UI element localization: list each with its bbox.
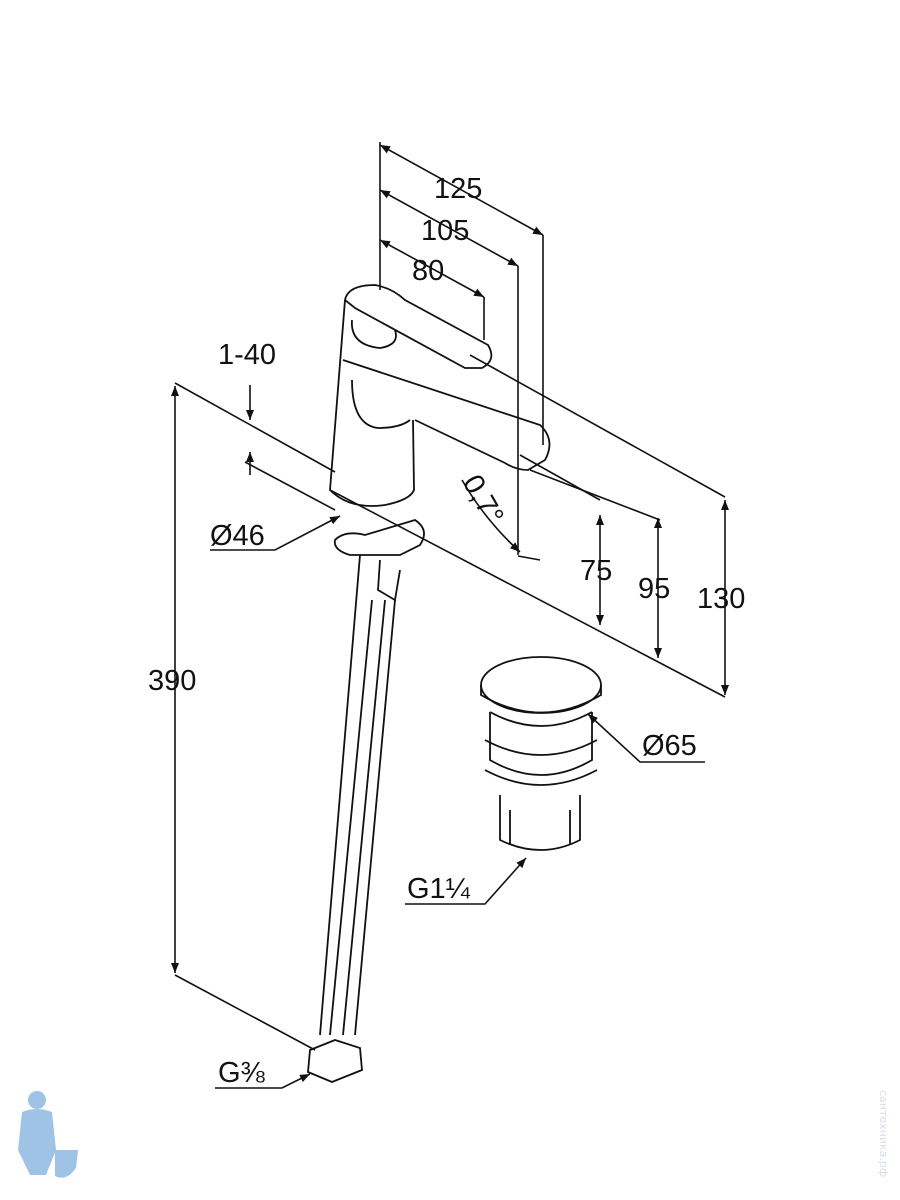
label-drain-diameter: Ø65 (642, 730, 697, 762)
dim-80-line (379, 239, 485, 340)
label-drain-thread: G1¼ (407, 873, 471, 905)
label-95: 95 (638, 573, 670, 605)
label-deck-thickness: 1-40 (218, 339, 276, 371)
label-130: 130 (697, 583, 745, 615)
drain-illustration (480, 656, 602, 851)
label-80: 80 (412, 255, 444, 287)
label-base-diameter: Ø46 (210, 520, 265, 552)
watermark: сантехника.рф (877, 1090, 890, 1177)
label-125: 125 (434, 173, 482, 205)
label-hose-thread: G⅜ (218, 1057, 266, 1089)
dim-105-line (379, 189, 519, 555)
label-105: 105 (421, 215, 469, 247)
label-75: 75 (580, 555, 612, 587)
plumber-logo (18, 1091, 78, 1178)
label-390: 390 (148, 665, 196, 697)
label-spout-angle: 0,7° (456, 470, 510, 531)
faucet-illustration (307, 284, 551, 1083)
